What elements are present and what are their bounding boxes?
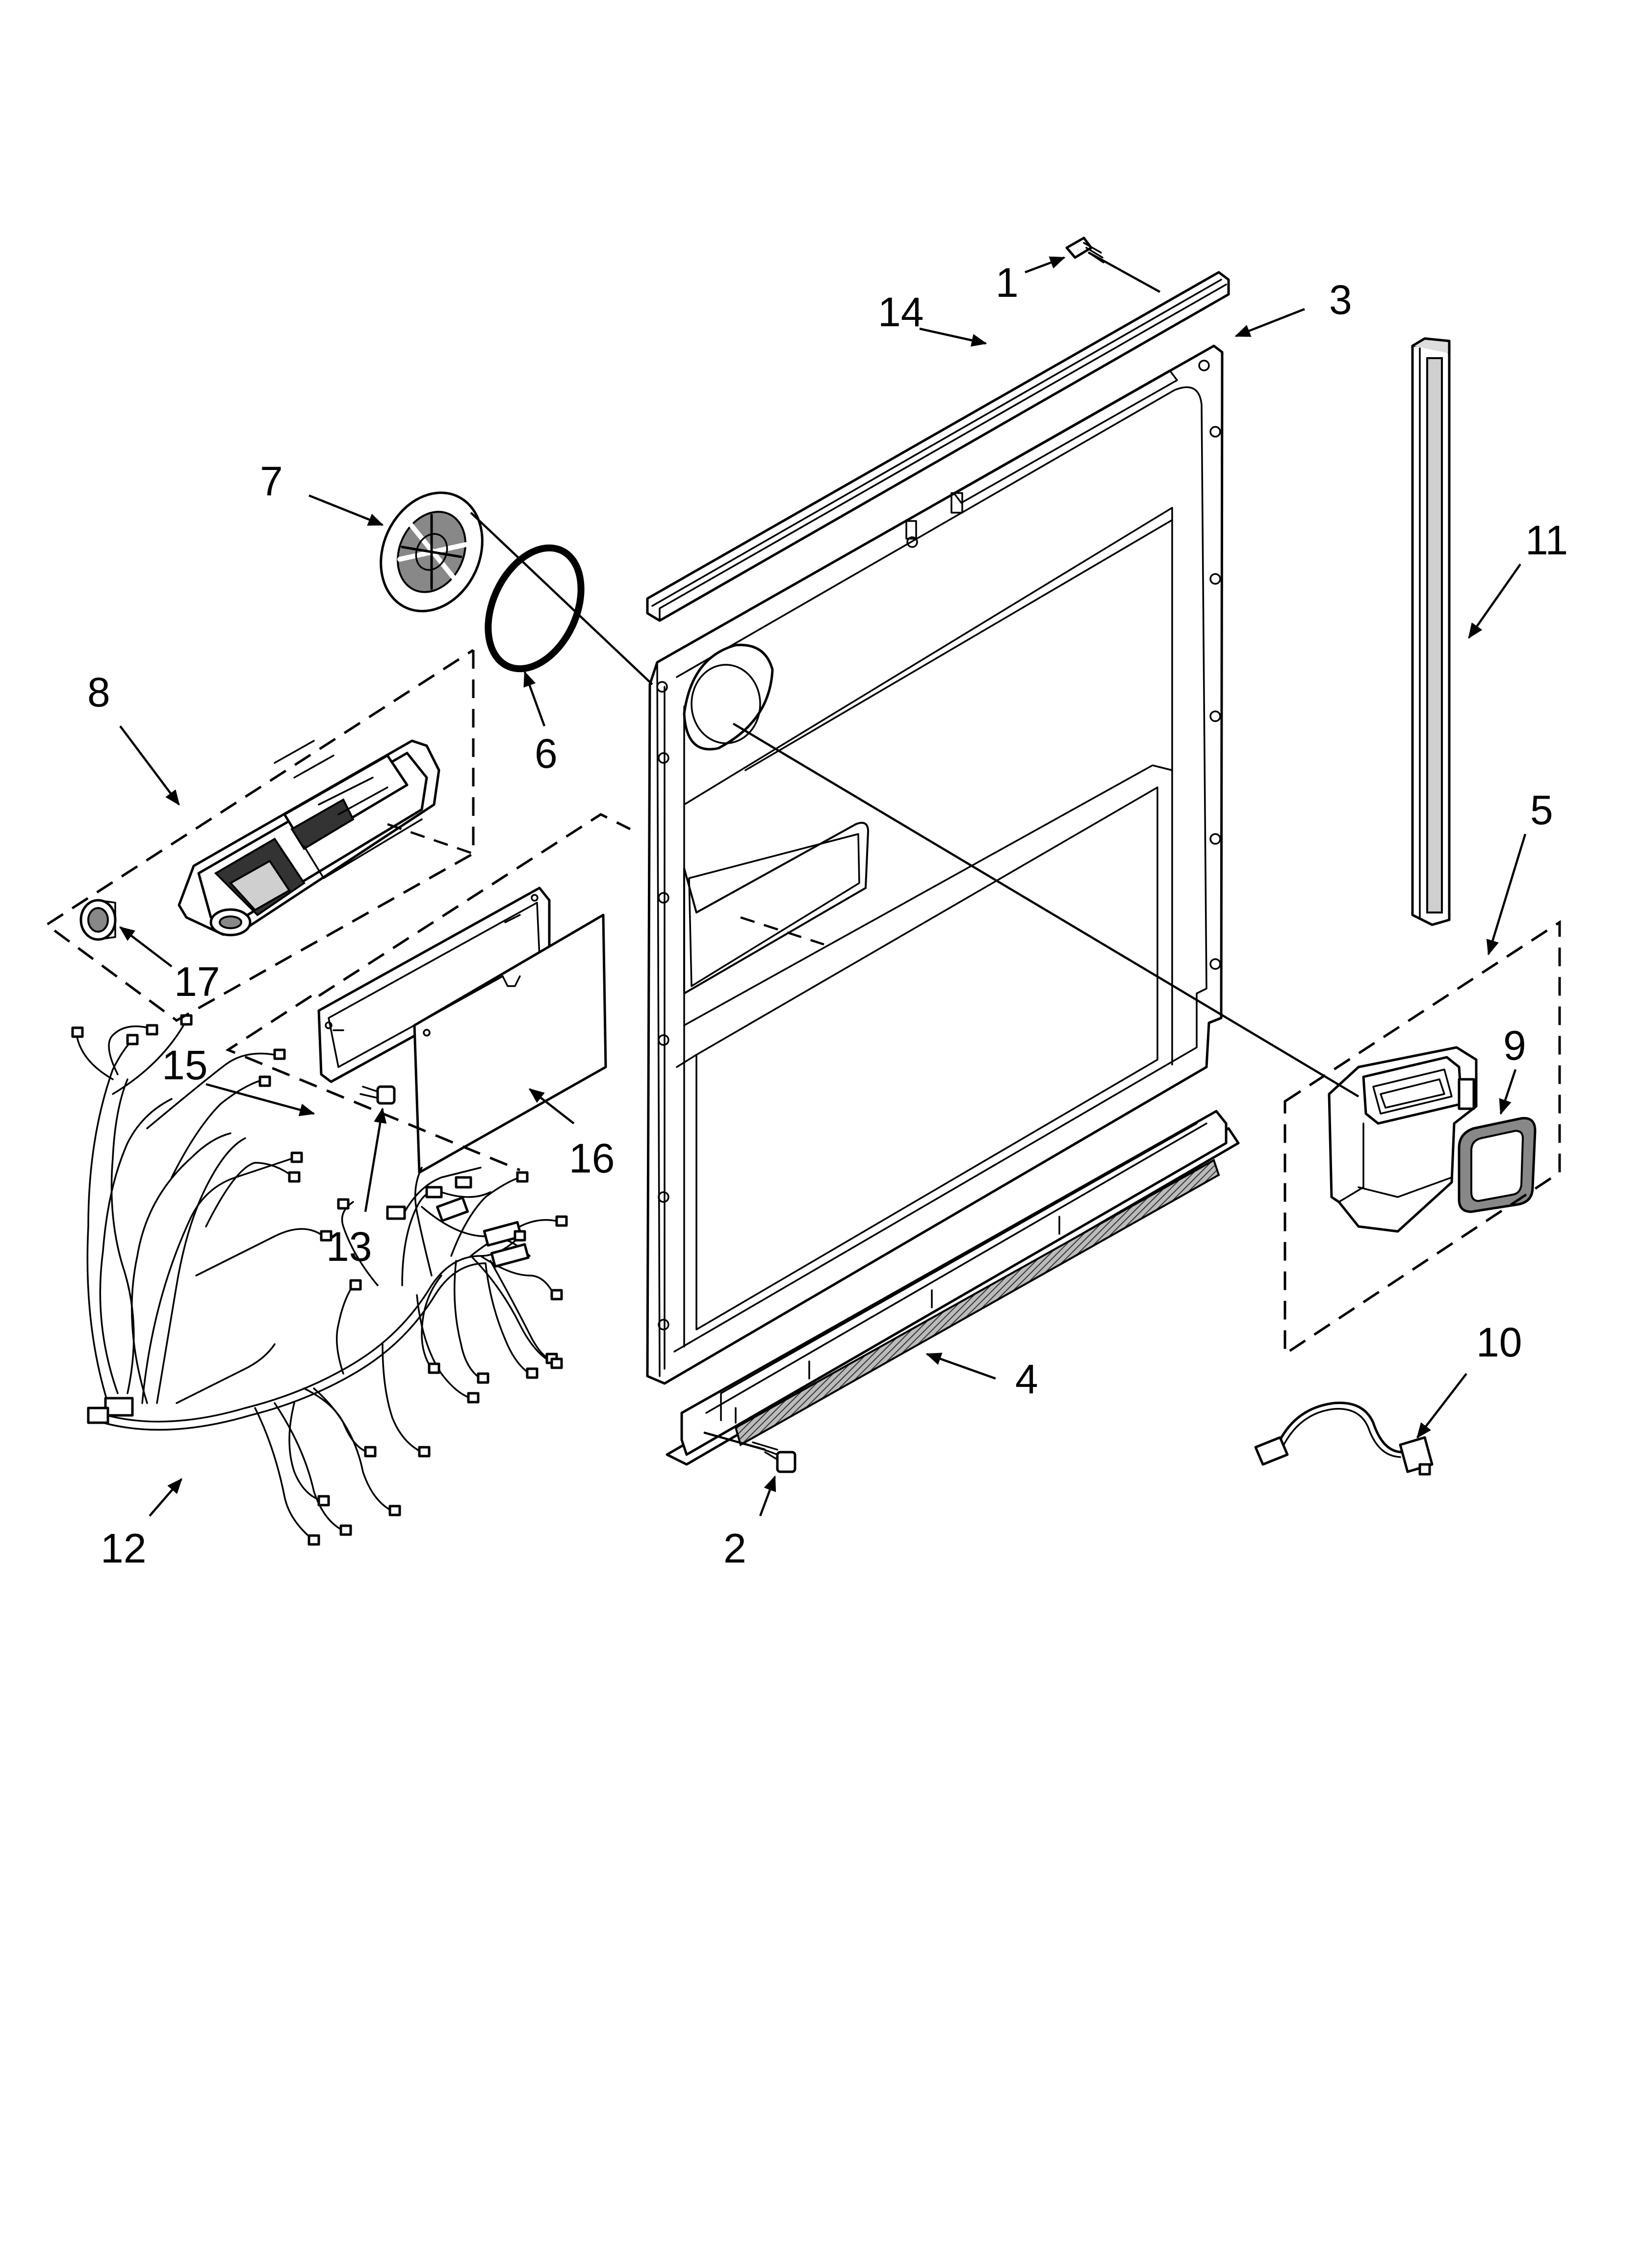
callout-17: 17	[174, 959, 220, 1005]
callout-5: 5	[1530, 787, 1553, 833]
callout-4: 4	[1015, 1356, 1038, 1402]
rinse-aid-gasket	[1458, 1117, 1537, 1213]
callout-13: 13	[326, 1224, 372, 1270]
callout-arrows	[119, 256, 1527, 1517]
side-trim-strip	[1411, 337, 1451, 926]
callout-3: 3	[1329, 277, 1352, 323]
callout-11: 11	[1525, 517, 1568, 563]
fill-knob	[79, 899, 117, 941]
callout-16: 16	[569, 1135, 615, 1181]
callout-1: 1	[996, 260, 1019, 306]
top-trim-strip	[646, 271, 1230, 622]
board-shield	[413, 913, 607, 1174]
bottom-door-trim	[666, 1110, 1240, 1466]
rinse-aid-dispenser	[1328, 1046, 1478, 1233]
callout-8: 8	[87, 669, 110, 715]
callout-12: 12	[101, 1525, 146, 1571]
harness-connectors	[71, 1014, 568, 1546]
callout-2: 2	[723, 1525, 746, 1571]
callout-15: 15	[162, 1042, 207, 1088]
sensor-cable	[1254, 1402, 1434, 1476]
callout-labels: 1 14 3 7 11 8 6 5 17 9 15 16 13 10 4 12 …	[87, 260, 1568, 1571]
vent-cap	[380, 491, 484, 613]
callout-6: 6	[535, 730, 558, 777]
screw-13	[359, 1085, 396, 1105]
callout-9: 9	[1503, 1022, 1526, 1069]
alignment-lines	[387, 252, 1360, 1451]
screw-2	[752, 1441, 796, 1473]
screw-holes	[656, 360, 1221, 1330]
ring-gasket	[485, 544, 585, 673]
callout-10: 10	[1476, 1319, 1522, 1365]
wiring-harness	[71, 1014, 568, 1546]
callout-7: 7	[260, 458, 283, 504]
door-inner-panel	[646, 344, 1224, 1385]
dispenser-assembly	[178, 739, 440, 937]
callout-14: 14	[878, 289, 924, 335]
dashed-group-outlines	[44, 649, 1561, 1356]
